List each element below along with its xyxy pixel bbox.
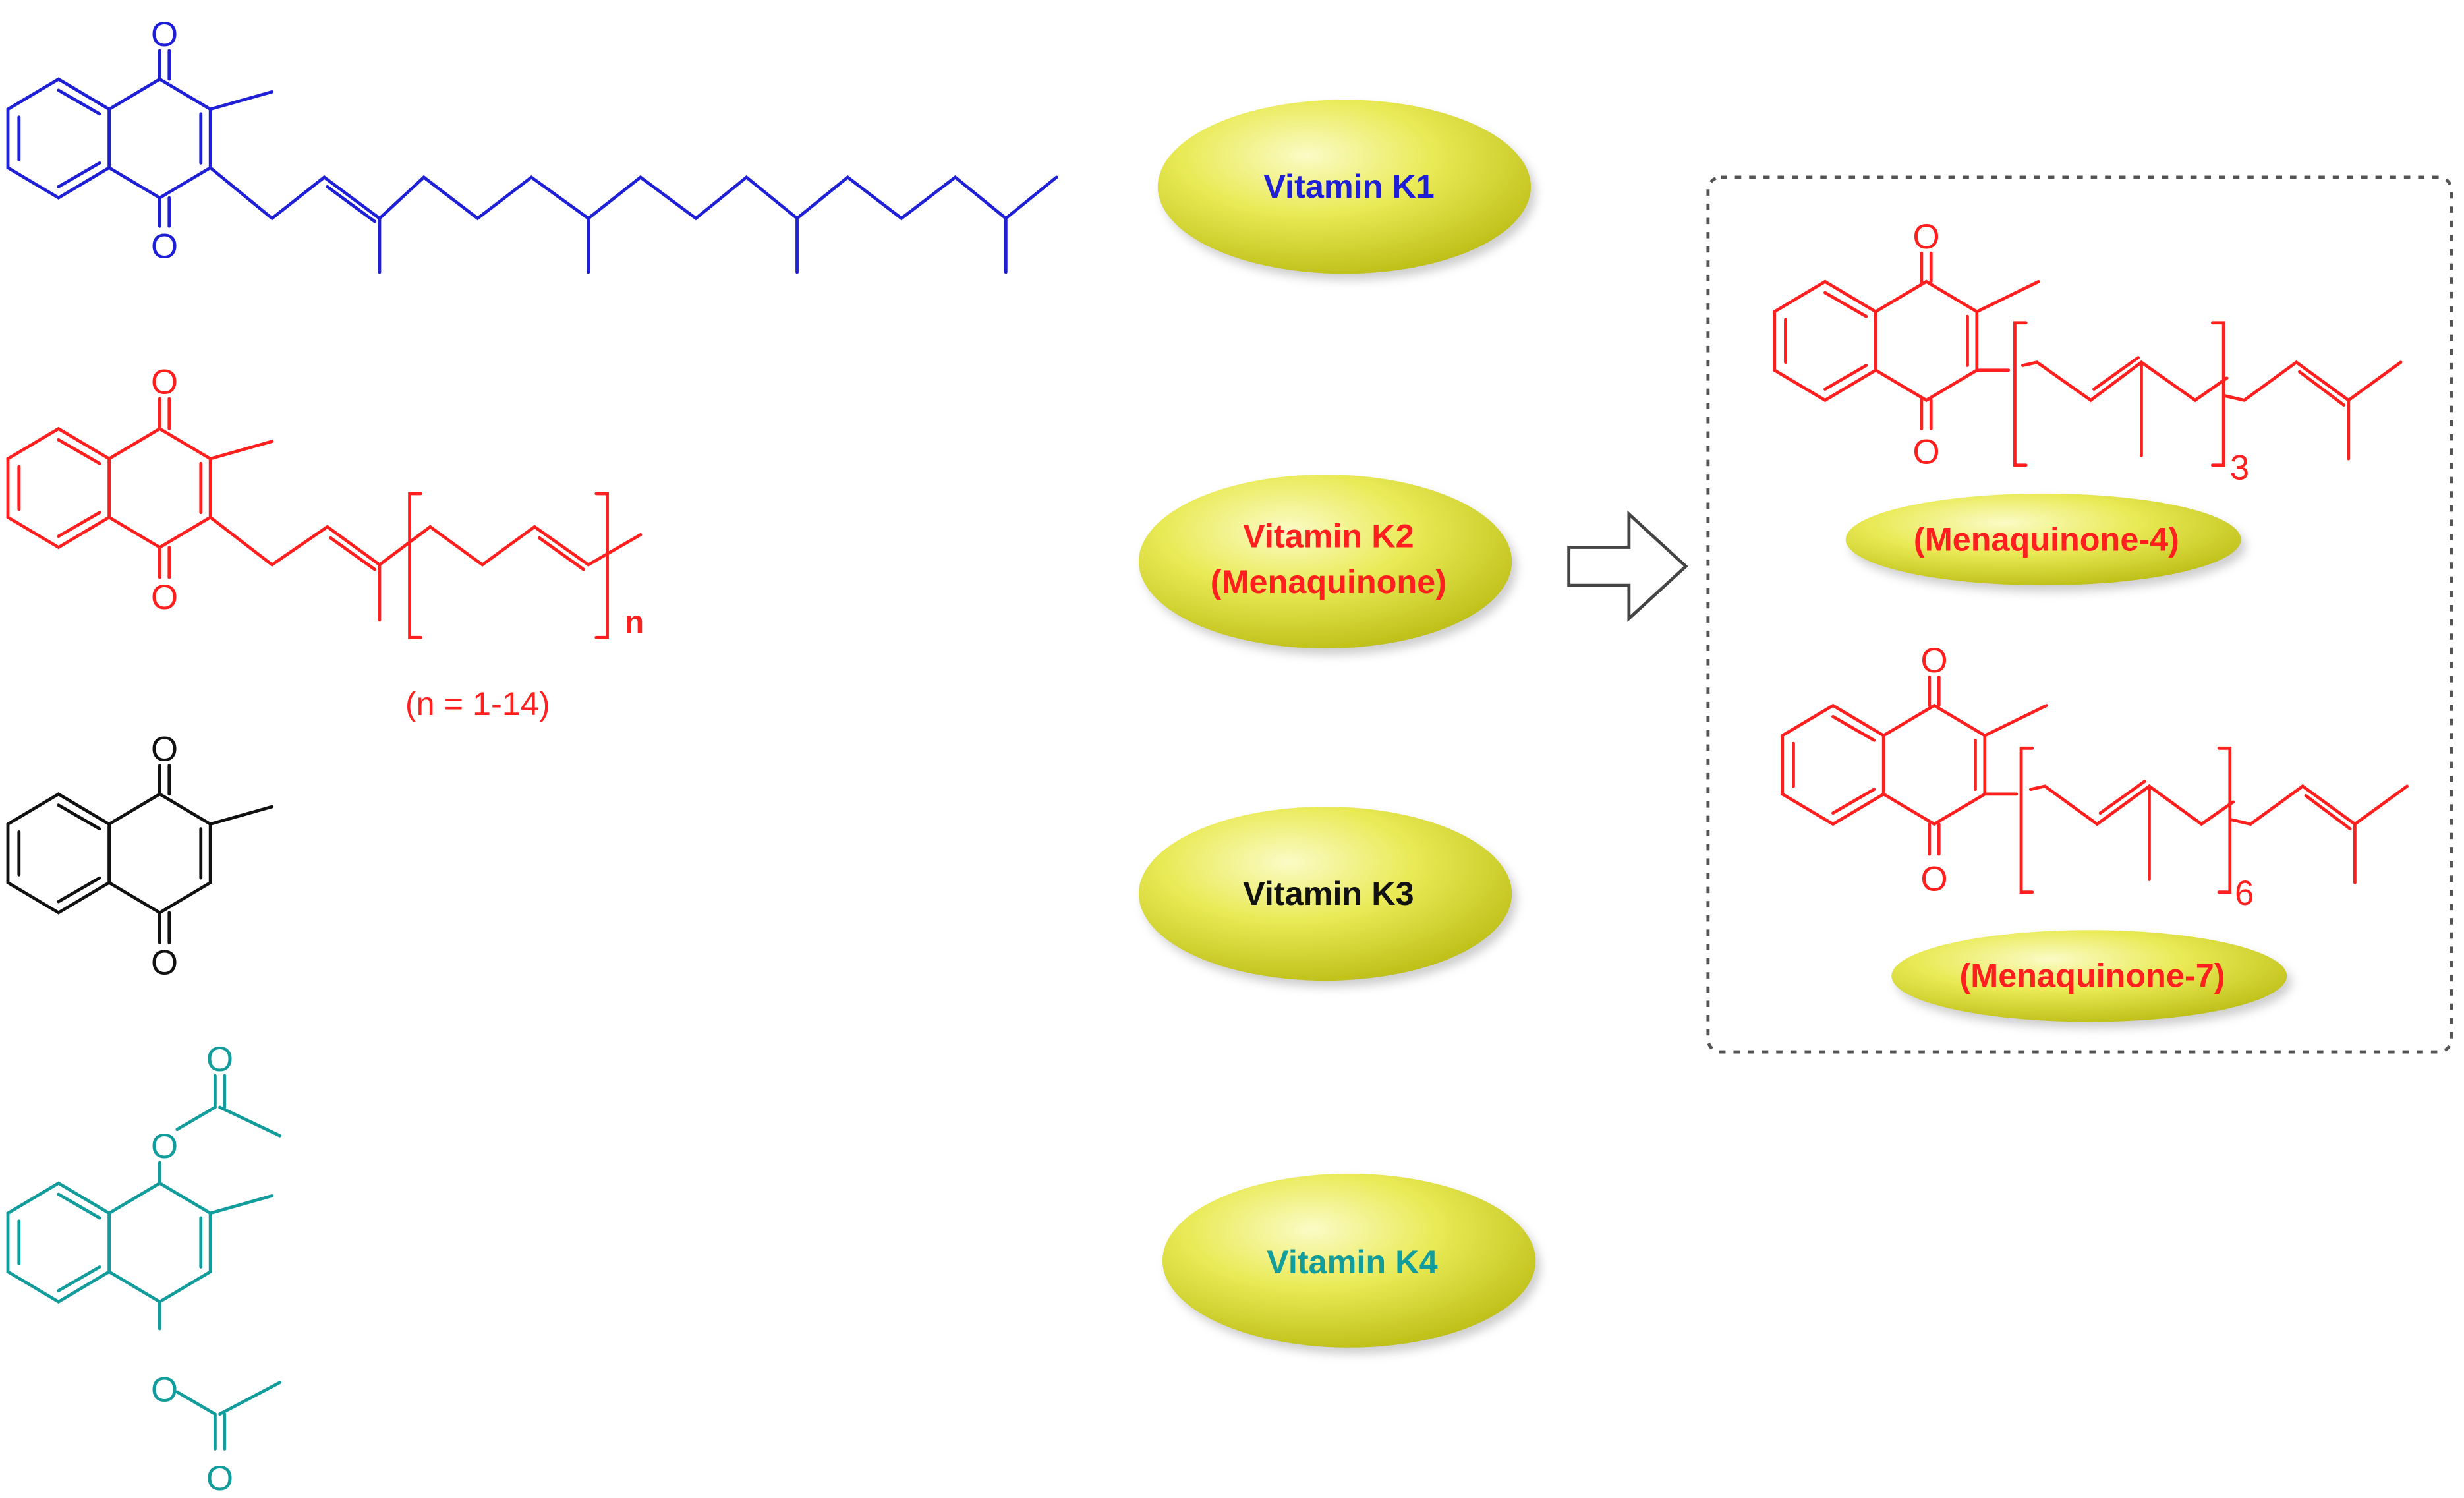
label-vitamin-k4: Vitamin K4 (1267, 1243, 1437, 1281)
oxygen-atoms-mk7: O O (1921, 641, 1948, 898)
oxygen-label: O (151, 730, 178, 768)
menaquinone-subtypes-frame (1706, 175, 2453, 1054)
pill-vitamin-k2: Vitamin K2 (Menaquinone) (1138, 475, 1512, 649)
oxygen-label: O (1921, 641, 1948, 680)
label-vitamin-k1: Vitamin K1 (1263, 167, 1434, 205)
oxygen-atoms-mk4: O O (1913, 217, 1940, 471)
label-menaquinone-4: (Menaquinone-4) (1914, 520, 2179, 558)
oxygen-label: O (151, 227, 178, 266)
oxygen-label: O (151, 15, 178, 54)
oxygen-label: O (151, 363, 178, 402)
oxygen-label: O (1921, 859, 1948, 898)
pill-menaquinone-7: (Menaquinone-7) (1891, 930, 2287, 1022)
label-vitamin-k2: Vitamin K2 (1243, 517, 1414, 555)
mk7-repeat-subscript: 6 (2235, 874, 2254, 913)
oxygen-atoms-k1: O O (151, 15, 178, 266)
oxygen-atoms-k3: O O (151, 730, 178, 982)
structure-vitamin-k2 (6, 397, 643, 639)
structure-menaquinone-4 (1773, 251, 2403, 467)
structure-menaquinone-7 (1781, 675, 2409, 894)
oxygen-label: O (151, 1370, 178, 1409)
oxygen-atoms-k4: O O O O (151, 1040, 233, 1498)
pill-vitamin-k1: Vitamin K1 (1157, 100, 1532, 274)
structure-vitamin-k3 (6, 764, 274, 944)
k2-repeat-subscript: n (625, 605, 644, 640)
pill-vitamin-k3: Vitamin K3 (1138, 807, 1512, 981)
oxygen-atoms-k2: O O (151, 363, 178, 617)
structure-vitamin-k4 (6, 1074, 282, 1451)
label-menaquinone: (Menaquinone) (1211, 563, 1447, 600)
label-menaquinone-7: (Menaquinone-7) (1960, 957, 2225, 994)
oxygen-label: O (151, 578, 178, 617)
oxygen-label: O (206, 1040, 233, 1079)
mk4-repeat-subscript: 3 (2230, 448, 2249, 487)
pill-menaquinone-4: (Menaquinone-4) (1845, 493, 2241, 586)
structure-vitamin-k1 (6, 49, 1058, 274)
k2-range-note: (n = 1-14) (405, 685, 550, 722)
oxygen-label: O (206, 1459, 233, 1498)
oxygen-label: O (151, 943, 178, 982)
oxygen-label: O (151, 1127, 178, 1166)
label-vitamin-k3: Vitamin K3 (1243, 875, 1414, 912)
oxygen-label: O (1913, 217, 1940, 256)
hollow-arrow-icon (1567, 510, 1688, 622)
oxygen-label: O (1913, 432, 1940, 471)
pill-vitamin-k4: Vitamin K4 (1162, 1173, 1536, 1348)
